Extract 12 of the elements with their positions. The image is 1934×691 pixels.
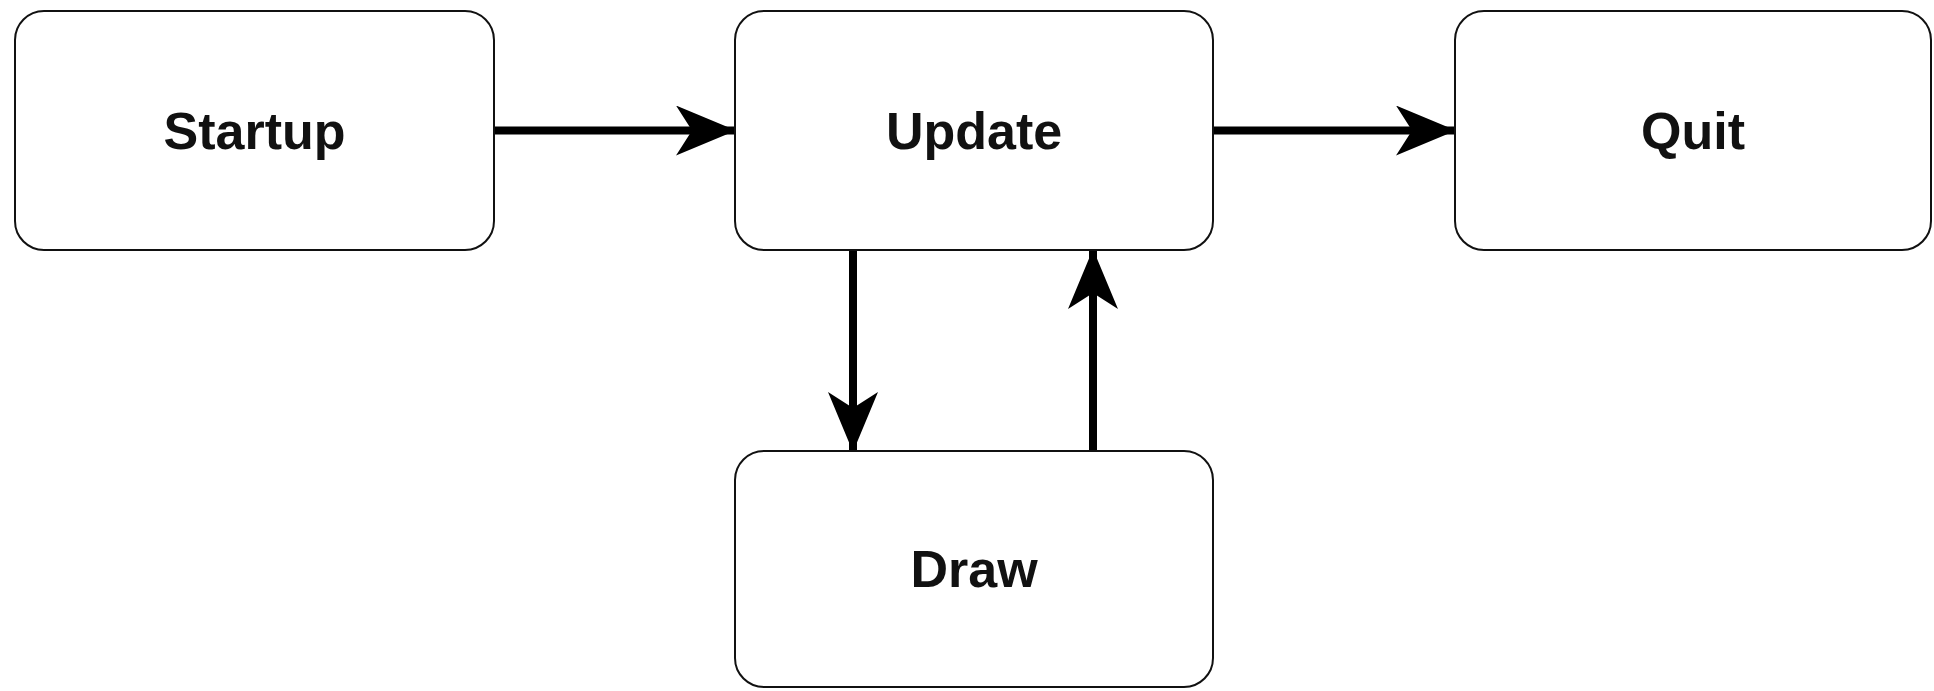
arrow	[1068, 249, 1118, 450]
arrow	[1214, 105, 1456, 156]
arrow	[495, 105, 736, 156]
box-label: Quit	[1641, 100, 1745, 161]
arrow	[828, 251, 878, 452]
process-box	[734, 10, 1214, 251]
process-box	[734, 450, 1214, 688]
process-box	[1454, 10, 1932, 251]
box-label: Draw	[910, 539, 1038, 599]
process-box	[14, 10, 495, 251]
box-label: Startup	[163, 100, 346, 161]
box-label: Update	[885, 100, 1063, 161]
